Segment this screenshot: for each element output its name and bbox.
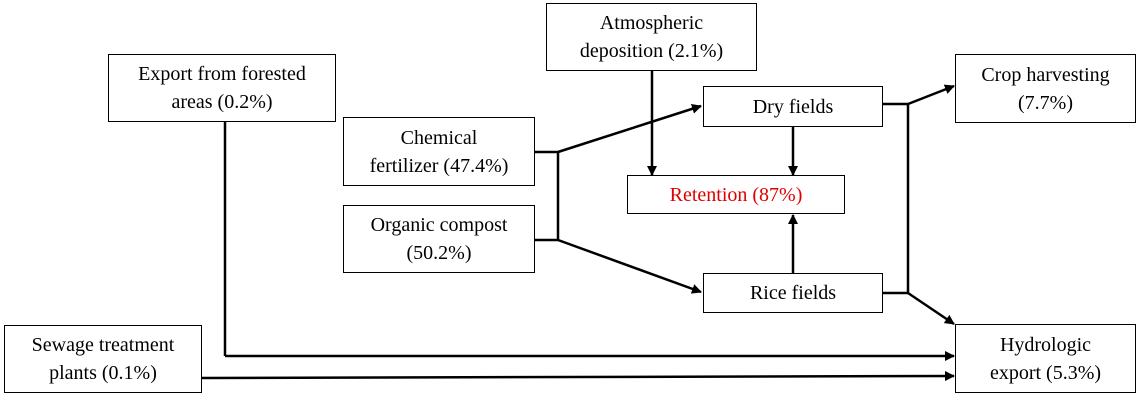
node-crop-harvesting: Crop harvesting (7.7%) — [955, 54, 1136, 123]
node-label-line: Atmospheric — [599, 12, 704, 34]
node-rice-fields: Rice fields — [703, 273, 883, 313]
node-label-line: Retention (87%) — [669, 183, 803, 206]
node-hydrologic-export: Hydrologic export (5.3%) — [955, 324, 1136, 393]
node-retention: Retention (87%) — [627, 175, 845, 214]
node-label-line: Crop harvesting — [981, 63, 1110, 86]
node-label-line: Organic compost — [370, 214, 508, 236]
node-sewage-treatment: Sewage treatment plants (0.1%) — [4, 325, 202, 393]
node-label-line: plants (0.1%) — [49, 362, 157, 384]
arrow-to-hydrologic-export — [907, 291, 955, 326]
node-label-line: fertilizer (47.4%) — [369, 154, 509, 177]
node-label-line: Rice fields — [749, 282, 837, 304]
node-label-line: areas (0.2%) — [171, 91, 273, 113]
node-atmospheric-deposition: Atmospheric deposition (2.1%) — [546, 3, 757, 71]
node-label-line: Chemical — [400, 126, 478, 149]
arrow-to-dry-fields — [557, 103, 702, 154]
node-organic-compost: Organic compost (50.2%) — [343, 205, 535, 273]
node-label-line: Hydrologic — [999, 333, 1092, 356]
node-label-line: Sewage treatment — [31, 334, 175, 356]
node-label-line: (7.7%) — [1018, 91, 1073, 114]
node-forested-export: Export from forested areas (0.2%) — [108, 54, 336, 122]
node-label-line: Dry fields — [752, 95, 834, 118]
node-label-line: Export from forested — [138, 63, 306, 85]
arrow-to-crop-harvesting — [907, 84, 955, 106]
arrow-to-rice-fields — [557, 238, 702, 294]
node-dry-fields: Dry fields — [703, 86, 883, 127]
node-label-line: deposition (2.1%) — [579, 40, 724, 62]
node-label-line: (50.2%) — [406, 242, 472, 264]
node-chemical-fertilizer: Chemical fertilizer (47.4%) — [343, 117, 535, 186]
node-label-line: export (5.3%) — [989, 361, 1102, 384]
arrow-sewage-to-hydrologic — [201, 371, 955, 382]
